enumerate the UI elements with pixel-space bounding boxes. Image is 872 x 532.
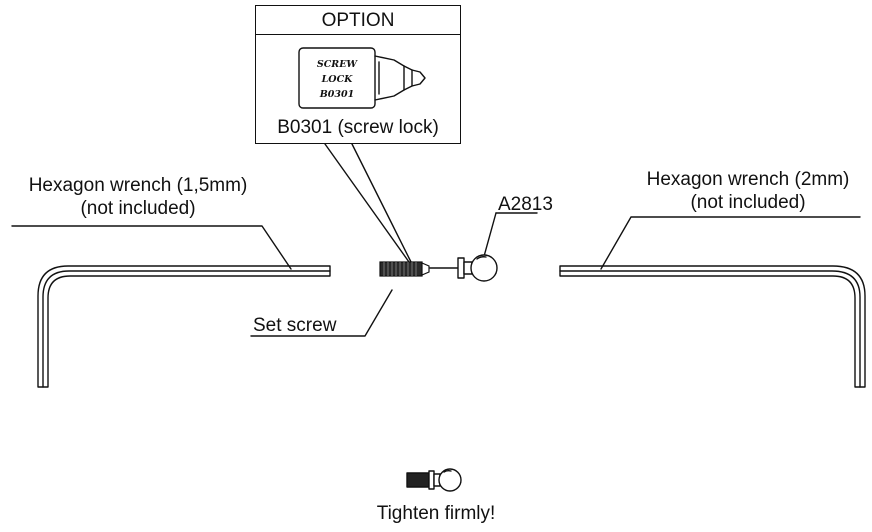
- leader-lines: [11, 143, 861, 337]
- right-wrench-name: Hexagon wrench (2mm): [646, 169, 850, 190]
- set-screw-label: Set screw: [253, 315, 337, 336]
- left-hex-wrench: [37, 265, 331, 388]
- option-box: OPTION B0301 (screw lock): [255, 5, 461, 144]
- right-wrench-label: Hexagon wrench (2mm) (not included): [624, 170, 872, 212]
- bottle-label-line-1: SCREW: [317, 59, 359, 70]
- bottle-label-line-2: LOCK: [321, 74, 354, 85]
- right-wrench-note: (not included): [690, 192, 806, 213]
- option-caption: B0301 (screw lock): [277, 117, 439, 138]
- ball-stud-part: [457, 254, 498, 282]
- assembled-part: [406, 468, 462, 492]
- bottle-label-line-3: B0301: [319, 89, 354, 100]
- instruction-text: Tighten firmly!: [376, 503, 496, 524]
- right-hex-wrench: [559, 265, 866, 388]
- left-wrench-label: Hexagon wrench (1,5mm) (not included): [8, 176, 268, 218]
- option-header: OPTION: [256, 6, 460, 35]
- option-title: OPTION: [321, 10, 395, 31]
- left-wrench-note: (not included): [80, 198, 196, 219]
- left-wrench-name: Hexagon wrench (1,5mm): [28, 175, 248, 196]
- screw-lock-bottle-icon: [298, 47, 426, 109]
- set-screw-part: [379, 261, 430, 277]
- part-number-label: A2813: [498, 194, 553, 215]
